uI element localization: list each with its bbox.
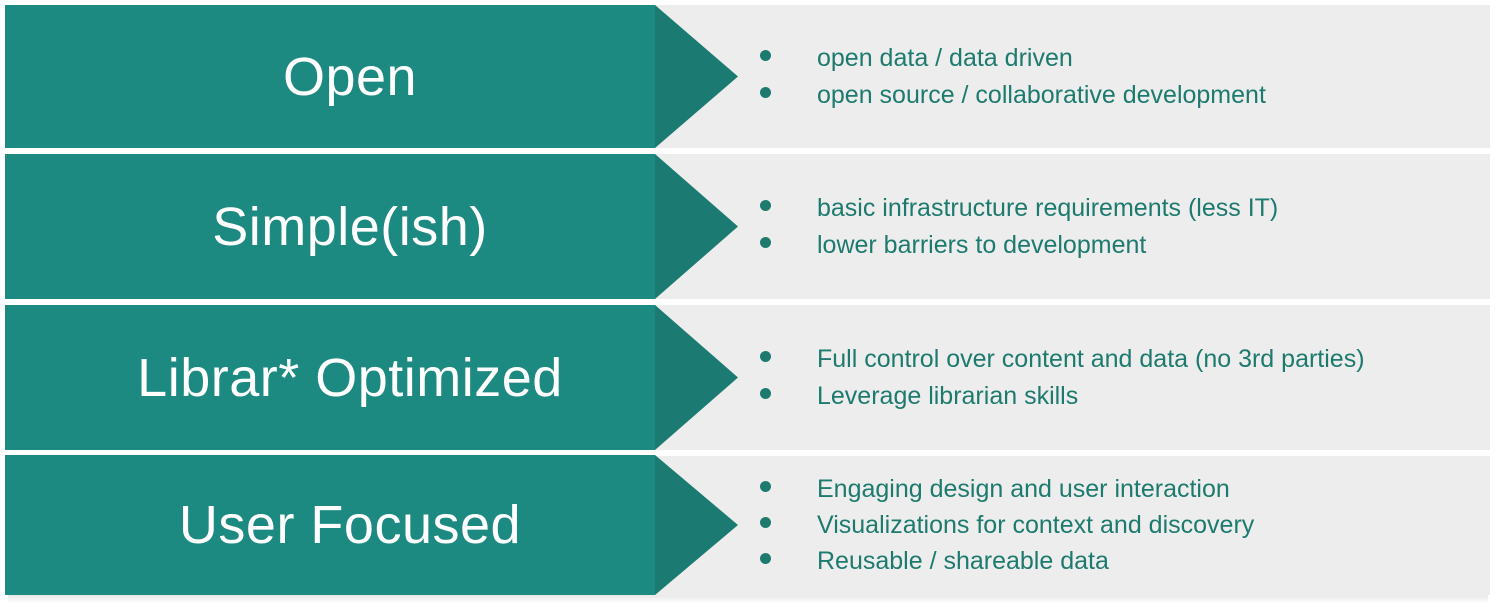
bullet-dot-icon bbox=[760, 553, 771, 565]
chevron-row: User Focused Engaging design and user int… bbox=[5, 455, 1490, 595]
chevron-label: User Focused bbox=[178, 495, 522, 555]
bullet-text: Leverage librarian skills bbox=[817, 381, 1079, 410]
row-separator bbox=[5, 299, 1490, 305]
bullet-text: lower barriers to development bbox=[817, 230, 1147, 259]
bullet-dot-icon bbox=[760, 50, 771, 62]
bullet-item: lower barriers to development bbox=[760, 227, 1490, 263]
chevron-head-icon bbox=[655, 154, 738, 299]
bullet-item: Engaging design and user interaction bbox=[760, 471, 1490, 507]
bullet-text: Visualizations for context and discovery bbox=[817, 510, 1255, 539]
chevron-row: Simple(ish) basic infrastructure requirem… bbox=[5, 154, 1490, 299]
bullet-text: Full control over content and data (no 3… bbox=[817, 345, 1365, 374]
bullet-dot-icon bbox=[760, 516, 771, 528]
bullet-text: open data / data driven bbox=[817, 44, 1073, 73]
bullet-dot-icon bbox=[760, 200, 771, 212]
bullet-item: Visualizations for context and discovery bbox=[760, 507, 1490, 543]
bullet-item: Leverage librarian skills bbox=[760, 378, 1490, 414]
chevron-arrow: User Focused bbox=[5, 455, 738, 595]
bullet-text: Reusable / shareable data bbox=[817, 547, 1109, 576]
bullet-list: Full control over content and data (no 3… bbox=[750, 305, 1490, 450]
bullet-dot-icon bbox=[760, 351, 771, 363]
chevron-body bbox=[5, 455, 655, 595]
bullet-item: basic infrastructure requirements (less … bbox=[760, 190, 1490, 226]
row-separator bbox=[5, 450, 1490, 456]
row-separator bbox=[5, 148, 1490, 154]
base-shadow bbox=[8, 595, 1488, 603]
bullet-dot-icon bbox=[760, 86, 771, 98]
chevron-head-icon bbox=[655, 455, 738, 595]
chevron-head-icon bbox=[655, 305, 738, 450]
chevron-arrow: Open bbox=[5, 5, 738, 148]
bullet-dot-icon bbox=[760, 236, 771, 248]
bullet-item: Full control over content and data (no 3… bbox=[760, 341, 1490, 377]
chevron-label: Open bbox=[282, 46, 418, 107]
chevron-arrow: Simple(ish) bbox=[5, 154, 738, 299]
chevron-row: Open open data / data driven open source /… bbox=[5, 5, 1490, 148]
bullet-item: open source / collaborative development bbox=[760, 77, 1490, 113]
bullet-text: basic infrastructure requirements (less … bbox=[817, 194, 1279, 223]
bullet-item: Reusable / shareable data bbox=[760, 543, 1490, 579]
chevron-label: Librar* Optimized bbox=[137, 347, 563, 408]
chevron-arrow: Librar* Optimized bbox=[5, 305, 738, 450]
chevron-body bbox=[5, 305, 655, 450]
chevron-head-icon bbox=[655, 5, 738, 148]
chevron-body bbox=[5, 154, 655, 299]
bullet-text: open source / collaborative development bbox=[817, 80, 1266, 109]
chevron-label: Simple(ish) bbox=[212, 196, 488, 257]
bullet-list: open data / data driven open source / col… bbox=[750, 5, 1490, 148]
bullet-list: basic infrastructure requirements (less … bbox=[750, 154, 1490, 299]
chevron-body bbox=[5, 5, 655, 148]
bullet-text: Engaging design and user interaction bbox=[817, 474, 1230, 503]
bullet-dot-icon bbox=[760, 387, 771, 399]
bullet-item: open data / data driven bbox=[760, 40, 1490, 76]
bullet-dot-icon bbox=[760, 480, 771, 492]
chevron-row: Librar* Optimized Full control over conte… bbox=[5, 305, 1490, 450]
